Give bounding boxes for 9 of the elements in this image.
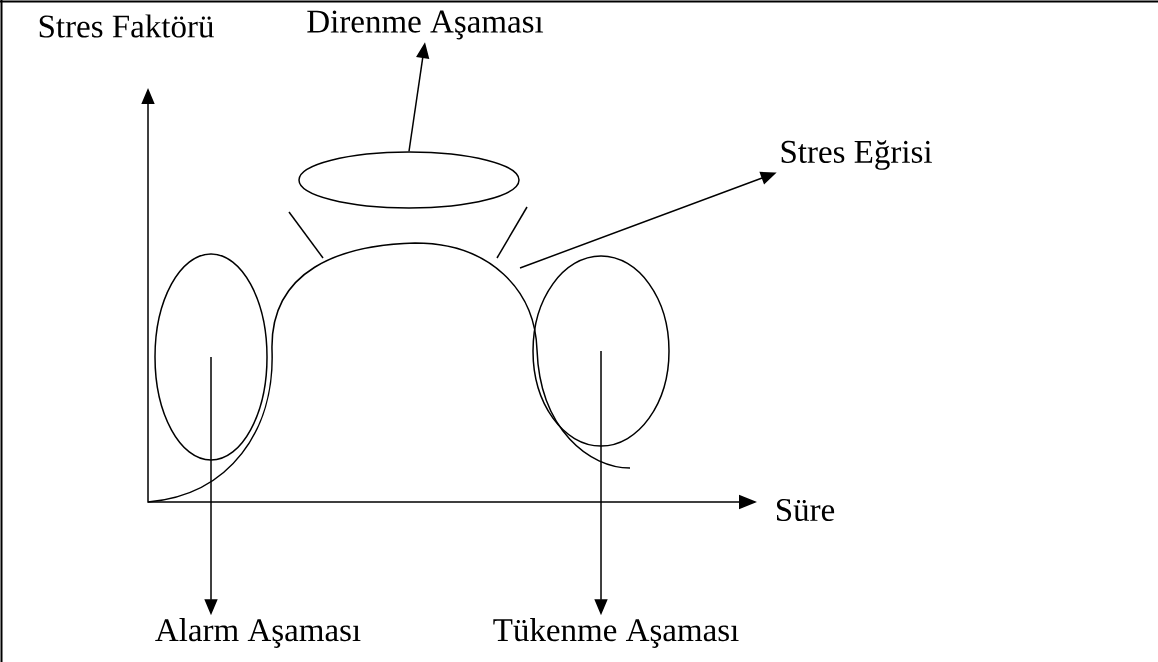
axis-label: Süre: [777, 498, 835, 522]
stage-label: Direnme Aşaması: [307, 10, 544, 40]
stage-ellipse: [532, 255, 670, 447]
stage-label: Stres Eğrisi: [781, 140, 932, 170]
axis-label: Stres Faktörü: [39, 14, 214, 38]
stage-ellipse: [154, 253, 268, 461]
stage-label: Alarm Aşaması: [155, 618, 361, 648]
stage-ellipse: [298, 151, 520, 209]
stage-label: Tükenme Aşaması: [493, 618, 739, 648]
